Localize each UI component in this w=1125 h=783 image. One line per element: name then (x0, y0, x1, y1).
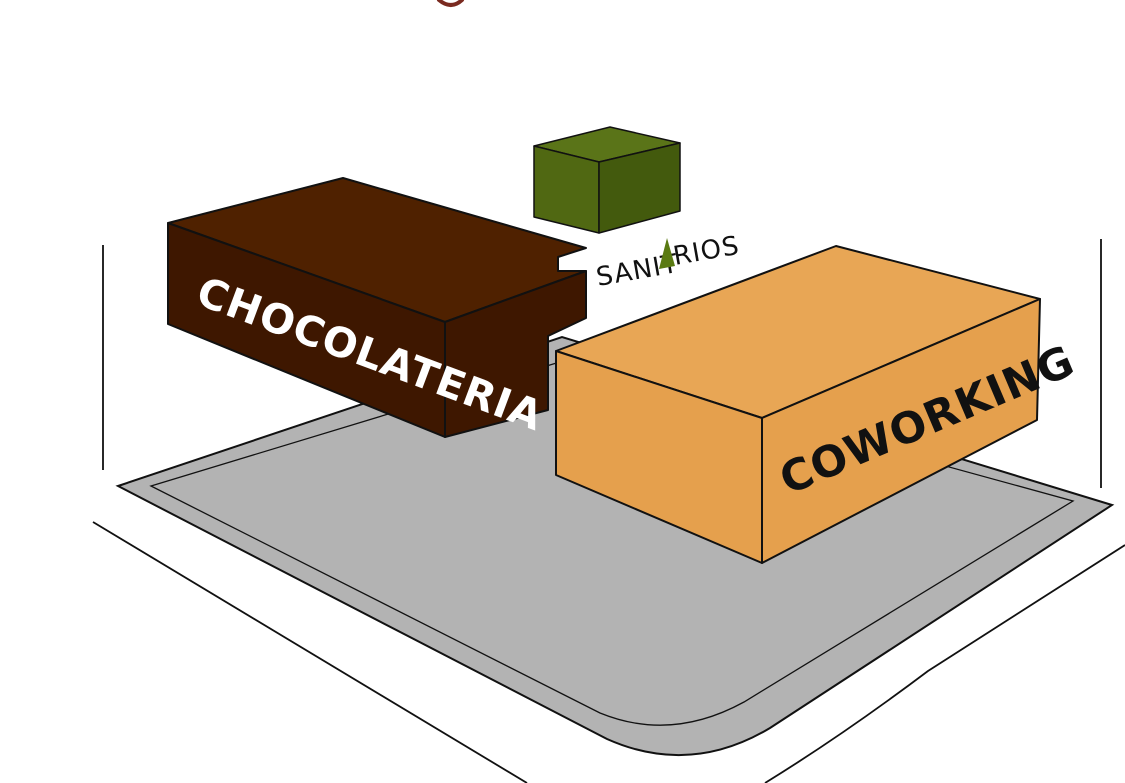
coworking-right-face (761, 298, 1041, 564)
chocolateria-building (167, 177, 587, 438)
sanitarios-side-face (598, 142, 681, 234)
coworking-building (555, 245, 1041, 564)
title-fragment (437, 0, 464, 7)
site-boundary (92, 239, 1125, 783)
sanitarios-front-face (533, 145, 600, 234)
sanitarios-tree-icon (659, 238, 675, 269)
sanitarios-building (533, 126, 681, 234)
chocolateria-side-face (444, 270, 587, 438)
plaza-inner-border (149, 360, 1075, 726)
sanitarios-label-right: RIOS (671, 231, 742, 272)
